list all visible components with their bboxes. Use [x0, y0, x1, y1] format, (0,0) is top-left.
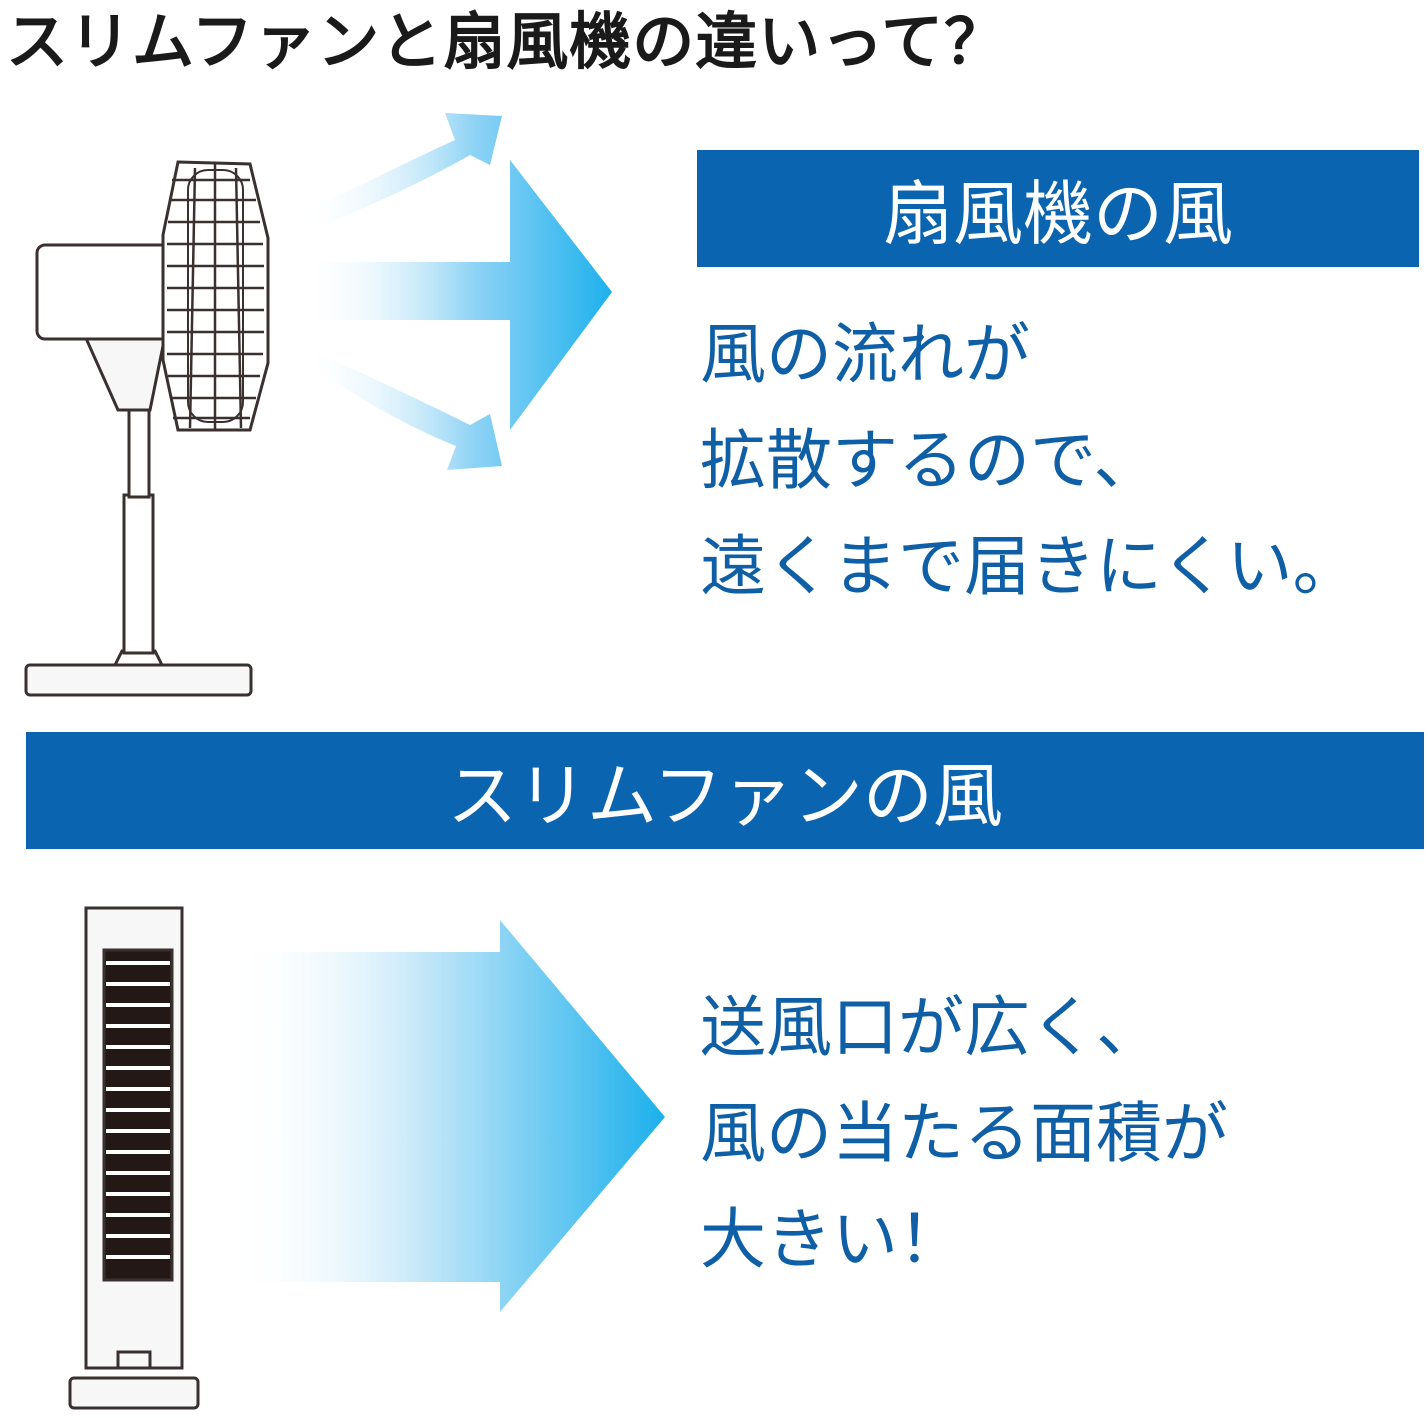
slim-desc-line: 送風口が広く、 — [700, 989, 1162, 1066]
tower-fan-icon — [68, 906, 200, 1410]
slim-fan-wind-description: 送風口が広く、 風の当たる面積が 大きい！ — [700, 975, 1228, 1293]
fan-desc-line: 遠くまで届きにくい。 — [700, 528, 1359, 605]
slim-desc-line: 大きい！ — [700, 1201, 964, 1278]
diverging-arrows-icon — [300, 113, 612, 470]
fan-desc-line: 風の流れが — [700, 316, 1030, 393]
fan-icon — [24, 160, 270, 697]
page-title: スリムファンと扇風機の違いって？ — [6, 5, 1008, 78]
slim-desc-line: 風の当たる面積が — [700, 1095, 1228, 1172]
slim-fan-wind-banner: スリムファンの風 — [26, 732, 1424, 849]
fan-wind-banner-label: 扇風機の風 — [883, 173, 1233, 255]
fan-wind-banner: 扇風機の風 — [697, 150, 1419, 267]
slim-fan-wind-banner-label: スリムファンの風 — [447, 755, 1003, 837]
straight-arrow-icon — [230, 920, 665, 1312]
fan-desc-line: 拡散するので、 — [700, 422, 1160, 499]
fan-wind-description: 風の流れが 拡散するので、 遠くまで届きにくい。 — [700, 302, 1359, 620]
